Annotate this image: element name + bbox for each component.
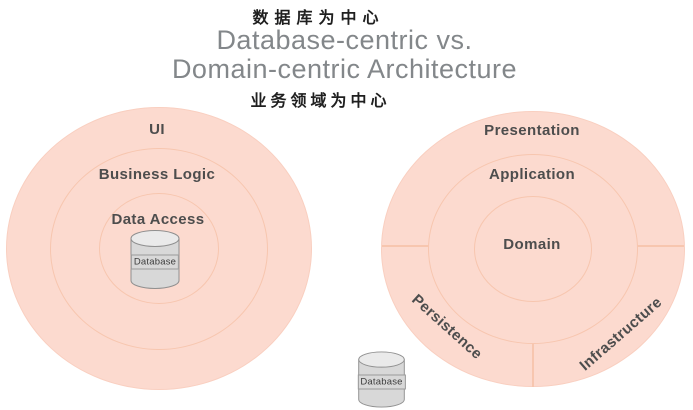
left-inner-ring [99,193,219,304]
chinese-caption-top: 数据库为中心 [252,10,385,27]
sector-divider-left [382,245,429,247]
sector-divider-bottom [532,344,534,387]
left-middle-ring [50,148,268,350]
sector-divider-right [637,245,684,247]
external-database-cylinder-icon: Database [355,351,408,408]
layer-label-business-logic: Business Logic [98,166,216,183]
page-title-line1: Database-centric vs. [216,25,473,55]
database-label: Database [357,374,406,390]
database-cylinder-icon: Database [130,229,180,290]
layer-label-application: Application [488,166,576,183]
right-middle-ring [428,154,638,344]
layer-label-presentation: Presentation [484,122,580,139]
layer-label-data-access: Data Access [111,211,205,228]
page-title-line2: Domain-centric Architecture [171,54,518,84]
right-inner-ring [474,196,592,302]
layer-label-domain: Domain [503,236,561,253]
page-title: Database-centric vs. Domain-centric Arch… [0,26,691,84]
database-label: Database [130,254,180,270]
layer-label-ui: UI [149,121,165,138]
chinese-caption-bottom: 业务领域为中心 [250,93,391,110]
